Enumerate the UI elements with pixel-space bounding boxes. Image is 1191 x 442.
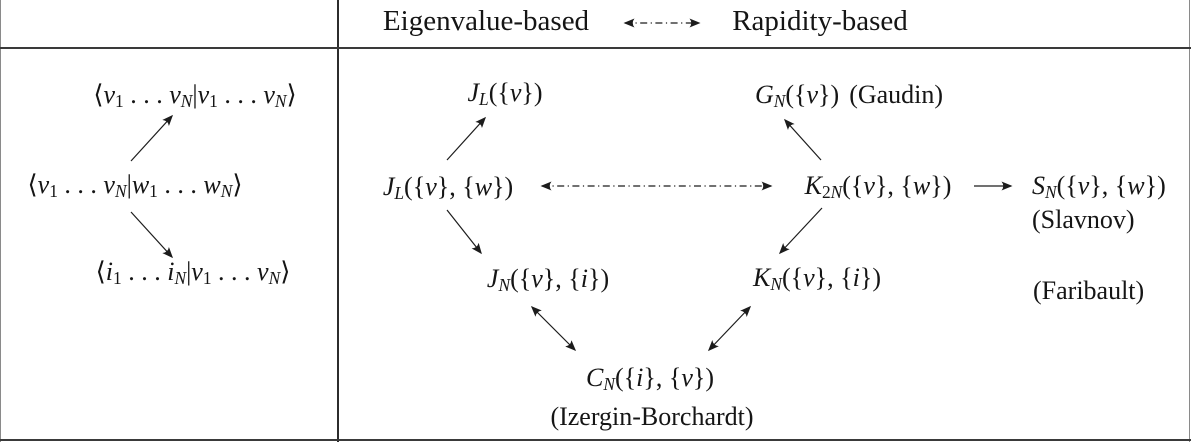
node-k2n-vw: K2N({v}, {w}) <box>804 171 952 202</box>
node-jl-vw: JL({v}, {w}) <box>382 172 514 203</box>
braket-vw: ⟨v1 . . . vN|w1 . . . wN⟩ <box>27 170 243 201</box>
edge-k2n-to-knvi <box>778 207 823 255</box>
node-gn-v: GN({v}) <box>754 80 840 111</box>
edge-k2n-to-gn <box>783 118 822 161</box>
izergin-borchardt-note: (Izergin-Borchardt) <box>550 402 754 431</box>
edge-jlvw-to-jlv <box>446 116 487 161</box>
header-rule <box>0 47 1191 49</box>
header-eigenvalue-label: Eigenvalue-based <box>382 5 590 37</box>
right-border <box>1189 0 1190 442</box>
header-rapidity-label: Rapidity-based <box>732 5 908 37</box>
edge-vw-to-vv <box>130 114 174 162</box>
node-cn-iv: CN({i}, {v}) <box>586 363 714 394</box>
braket-iv: ⟨i1 . . . iN|v1 . . . vN⟩ <box>95 257 291 288</box>
bottom-rule <box>0 439 1191 441</box>
column-divider <box>337 0 339 442</box>
edge-knvi-cniv <box>707 305 752 352</box>
slavnov-note: (Slavnov) <box>1032 205 1135 234</box>
node-sn-vw: SN({v}, {w}) <box>1032 171 1166 202</box>
node-kn-vi: KN({v}, {i}) <box>753 263 881 294</box>
braket-vv: ⟨v1 . . . vN|v1 . . . vN⟩ <box>93 80 297 111</box>
edge-jnvi-cniv <box>530 305 577 352</box>
node-jl-v: JL({v}) <box>467 78 543 109</box>
edge-vw-to-iv <box>130 211 174 259</box>
gaudin-note: (Gaudin) <box>849 80 944 109</box>
node-gn-v-group: GN({v}) (Gaudin) <box>755 78 943 112</box>
faribault-note: (Faribault) <box>1033 276 1145 305</box>
node-jn-vi: JN({v}, {i}) <box>486 264 610 295</box>
edge-jlvw-to-jnvi <box>446 209 482 255</box>
left-border <box>0 0 1 442</box>
